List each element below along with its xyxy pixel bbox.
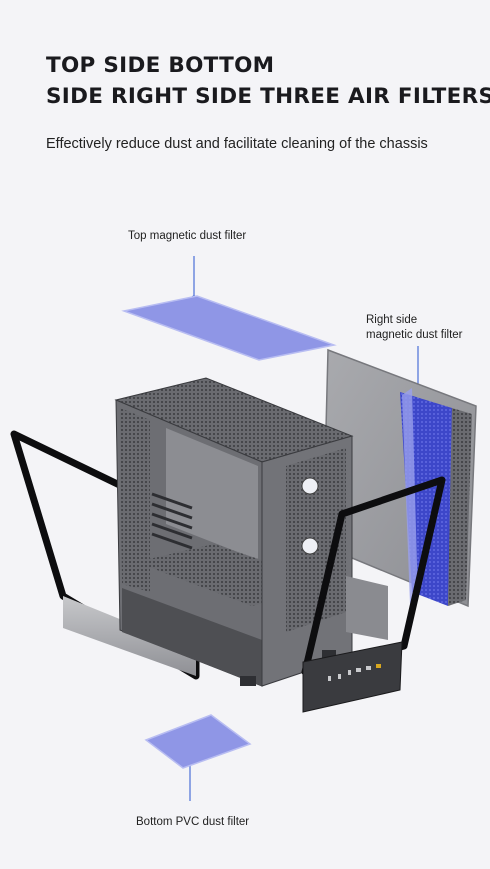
top-filter-label: Top magnetic dust filter [128, 230, 247, 242]
right-filter-label: Right side magnetic dust filter [366, 313, 463, 343]
top-dust-filter [121, 295, 337, 361]
title-line-1: TOP SIDE BOTTOM [46, 53, 275, 78]
io-ports [328, 664, 381, 681]
right-side-panel [322, 348, 477, 608]
bottom-filter-label: Bottom PVC dust filter [136, 816, 250, 828]
chassis-frame [114, 377, 388, 687]
front-panel [63, 596, 196, 676]
right-filter-label-line-2: magnetic dust filter [366, 329, 463, 341]
page-title: TOP SIDE BOTTOM SIDE RIGHT SIDE THREE AI… [46, 50, 490, 112]
right-filter-label-line-1: Right side [366, 314, 418, 326]
front-glass-panel [301, 476, 446, 713]
title-line-2: SIDE RIGHT SIDE THREE AIR FILTERS [46, 84, 490, 109]
subtitle: Effectively reduce dust and facilitate c… [46, 136, 428, 152]
bottom-dust-filter [144, 714, 252, 769]
